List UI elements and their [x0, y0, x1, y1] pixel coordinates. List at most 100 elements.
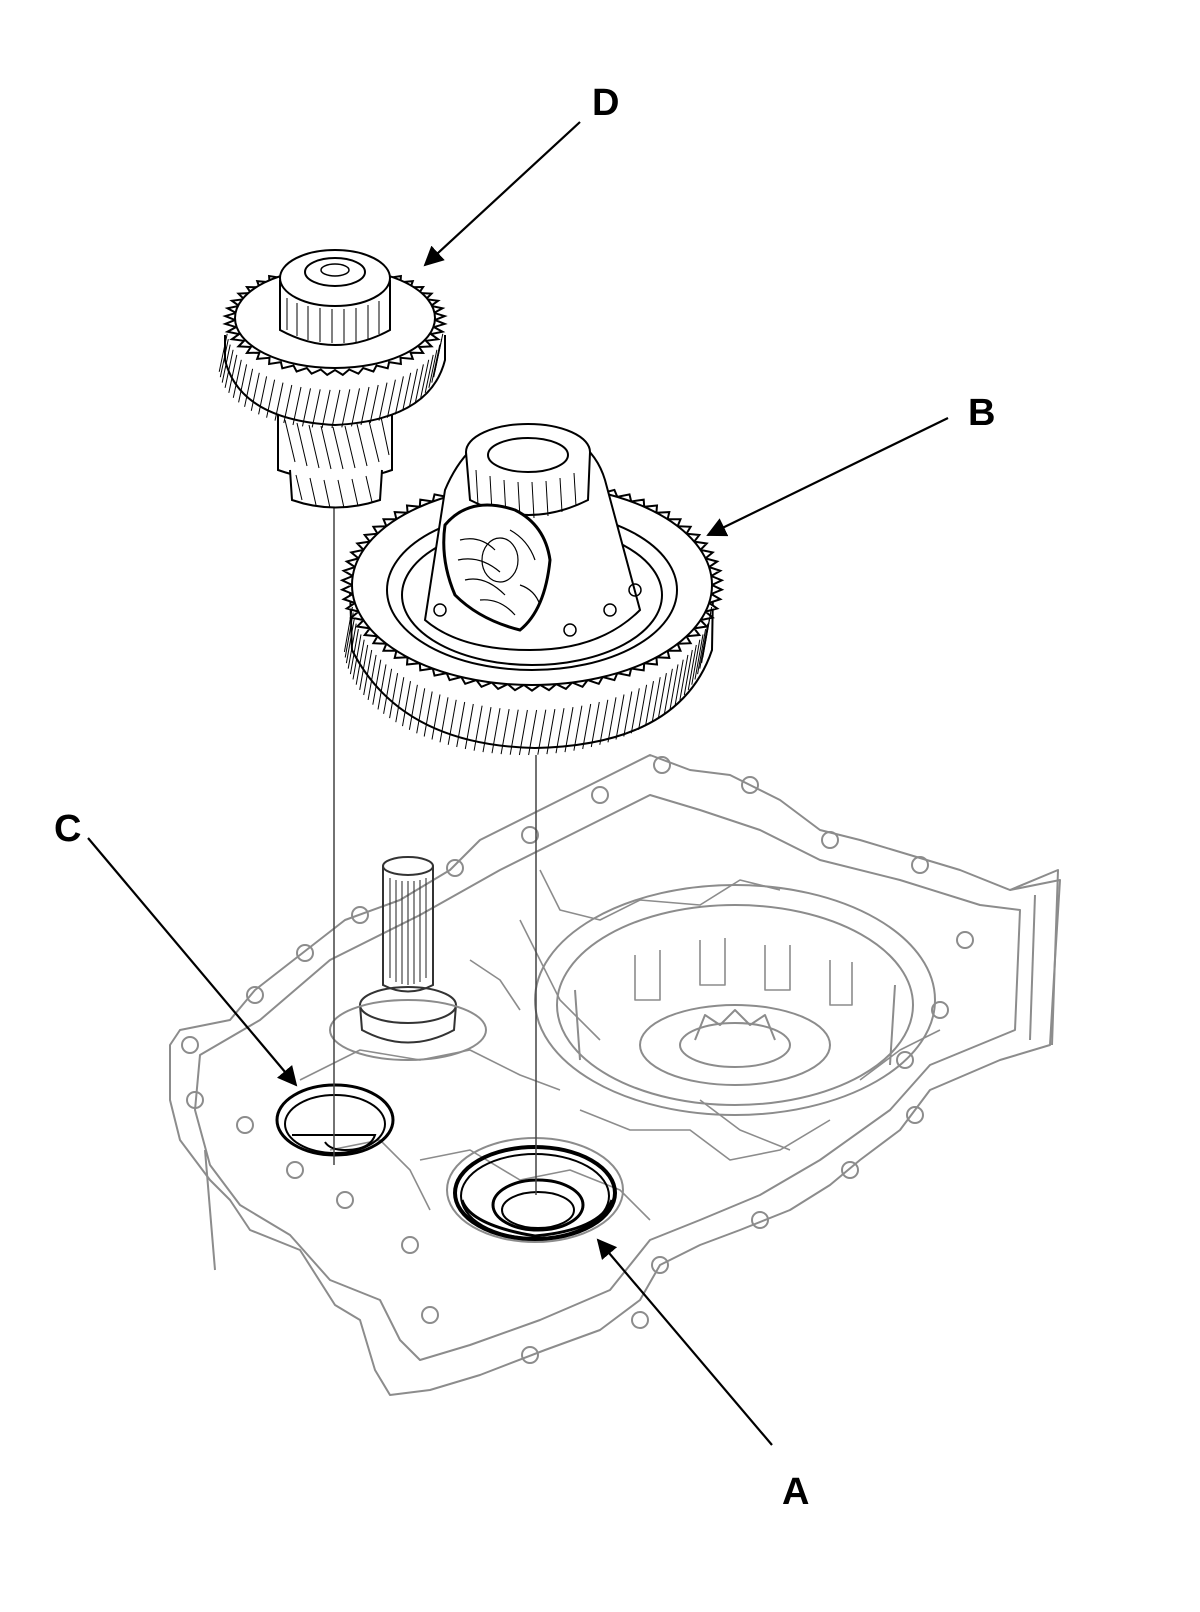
gear-helix-line [389, 673, 399, 719]
gear-helix-line [372, 659, 382, 705]
gear-helix-line [573, 705, 583, 751]
gear-helix-line [360, 386, 370, 426]
gear-helix-line [302, 388, 311, 427]
callout-label-c: C [54, 808, 82, 850]
gear-helix-line [238, 364, 248, 403]
gear-helix-line [369, 384, 379, 424]
gear-helix-line [687, 644, 697, 690]
gear-helix-line [456, 701, 466, 748]
gear-helix-line [224, 349, 234, 388]
gear-helix-line [528, 709, 538, 756]
gear-helix-line [345, 618, 355, 664]
seal-a-bore [446, 1137, 624, 1243]
gear-helix-line [258, 376, 268, 415]
gear-helix-line [464, 703, 474, 750]
seal-c-bore [275, 1083, 395, 1157]
callout-label-b: B [968, 392, 996, 434]
gear-helix-line [219, 339, 229, 378]
gear-d-part [218, 249, 448, 509]
gear-helix-line [283, 384, 293, 424]
mainshaft-stub [329, 856, 487, 1061]
gear-helix-line [402, 372, 412, 411]
gear-helix-line [431, 694, 441, 740]
transmission-housing [169, 754, 1061, 1396]
gear-helix-line [683, 649, 693, 696]
gear-helix-line [590, 701, 600, 748]
gear-helix-line [408, 684, 418, 730]
gear-helix-line [343, 606, 353, 652]
gear-helix-line [509, 709, 519, 755]
gear-helix-line [408, 368, 418, 407]
gear-helix-line [431, 344, 441, 383]
gear-helix-line [352, 634, 362, 680]
gear-helix-line [491, 708, 501, 754]
gear-helix-line [363, 649, 373, 696]
gear-helix-line [694, 634, 704, 680]
gear-helix-line [657, 673, 667, 719]
gear-helix-line [423, 691, 433, 737]
gear-helix-line [679, 654, 689, 700]
gear-helix-line [555, 708, 565, 754]
gear-helix-line [341, 389, 351, 428]
gear-helix-line [266, 379, 276, 418]
gear-helix-line [394, 376, 404, 415]
gear-b-part [339, 423, 725, 756]
gear-helix-line [244, 368, 254, 407]
gear-helix-line [274, 382, 284, 421]
gear-helix-line [355, 639, 365, 685]
gear-helix-line [669, 664, 679, 710]
gear-helix-line [623, 691, 633, 737]
gear-helix-line [349, 629, 359, 675]
gear-helix-line [402, 681, 411, 727]
gear-helix-line [599, 699, 609, 745]
gear-helix-line [428, 349, 438, 388]
gear-helix-line [500, 709, 510, 755]
gear-helix-line [447, 699, 457, 745]
gear-helix-line [651, 677, 661, 723]
gear-helix-line [473, 705, 483, 751]
gear-helix-line [424, 354, 434, 394]
gear-helix-line [703, 606, 713, 652]
gear-helix-line [420, 359, 430, 398]
gear-helix-line [321, 389, 331, 429]
gear-helix-line [615, 694, 625, 740]
gear-helix-line [377, 664, 387, 710]
gear-helix-line [582, 703, 592, 750]
gear-helix-line [564, 707, 574, 753]
gear-helix-line [697, 629, 707, 675]
gear-helix-line [546, 709, 556, 755]
gear-helix-line [416, 688, 426, 734]
alignment-lines [333, 505, 537, 1195]
gear-helix-line [347, 623, 357, 669]
gear-helix-line [386, 379, 396, 418]
gear-helix-line [638, 684, 648, 730]
gear-helix-line [607, 697, 617, 743]
gear-helix-line [311, 389, 321, 428]
gear-helix-line [674, 659, 684, 705]
gear-helix-line [395, 677, 405, 723]
gear-helix-line [414, 364, 424, 403]
gear-helix-line [344, 612, 354, 658]
gear-helix-line [351, 388, 360, 427]
gear-helix-line [292, 386, 302, 426]
gear-helix-line [250, 372, 260, 411]
gear-helix-line [482, 707, 492, 753]
gear-helix-line [630, 688, 640, 734]
gear-helix-line [645, 681, 654, 727]
callout-leaders [87, 121, 949, 1446]
gear-helix-line [383, 668, 393, 714]
gear-helix-line [359, 644, 369, 690]
gear-helix-line [663, 668, 673, 714]
gear-helix-line [691, 639, 701, 685]
gear-helix-line [699, 623, 709, 669]
gear-helix-line [537, 709, 547, 755]
gear-helix-line [221, 344, 231, 383]
gear-helix-line [232, 359, 242, 398]
gear-helix-line [378, 382, 388, 421]
gear-helix-line [439, 697, 449, 743]
gear-helix-line [331, 389, 341, 429]
callout-label-a: A [782, 1471, 810, 1513]
gear-helix-line [434, 333, 444, 372]
callout-label-d: D [592, 82, 620, 124]
